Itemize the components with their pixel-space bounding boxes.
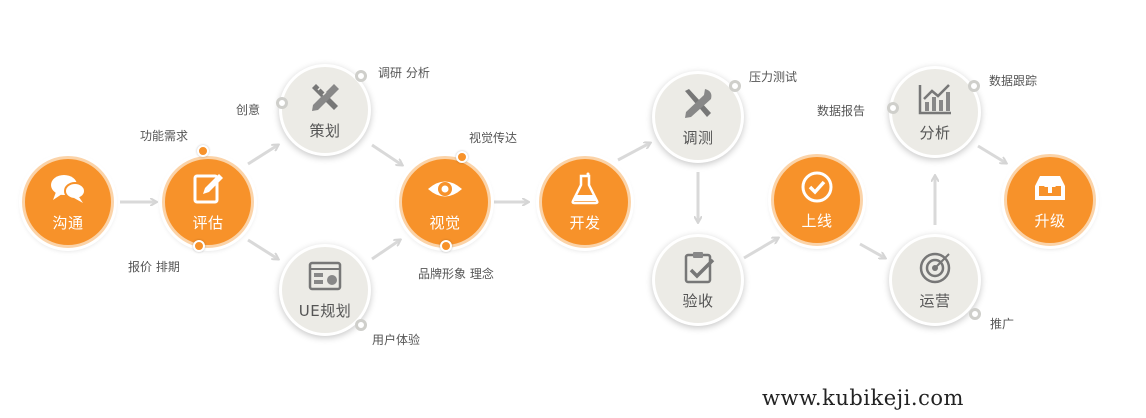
connector-kaifa-tiaoce: [617, 143, 650, 162]
website-url: www.kubikeji.com: [762, 386, 964, 410]
node-label: 开发: [569, 213, 601, 232]
annotation-pinpai: 品牌形象 理念: [418, 267, 494, 281]
edit-icon: [193, 173, 223, 203]
annotation-tuiguang: 推广: [990, 317, 1015, 331]
node-fenxi: 分析: [889, 66, 981, 158]
connector-ue-shijue: [371, 240, 400, 261]
node-tiaoce: 调测: [652, 71, 744, 163]
node-yanshou: 验收: [652, 234, 744, 326]
target-icon: [919, 252, 951, 283]
connector-yanshou-shangxian: [743, 238, 778, 260]
node-shangxian: 上线: [771, 154, 863, 246]
node-cehua: 策划: [279, 64, 371, 156]
annotation-shujugenzong: 数据跟踪: [989, 74, 1038, 88]
node-pinggu: 评估: [162, 156, 254, 248]
connector-shangxian-yunying: [859, 242, 885, 258]
node-label: 验收: [682, 291, 714, 310]
node-label: 分析: [919, 123, 951, 142]
check-circle-icon: [801, 171, 833, 202]
node-label: 视觉: [429, 213, 461, 232]
annotation-shijuechuanda: 视觉传达: [469, 131, 518, 145]
node-label: 沟通: [52, 213, 84, 232]
node-ue: UE规划: [279, 244, 371, 336]
node-label: 策划: [309, 121, 341, 140]
annotation-dot: [968, 80, 980, 92]
annotation-dot: [729, 80, 741, 92]
connector-pinggu-cehua: [247, 145, 278, 166]
annotation-dot: [276, 97, 288, 109]
node-yunying: 运营: [889, 234, 981, 326]
node-label: 调测: [682, 128, 714, 147]
annotation-baojia: 报价 排期: [128, 260, 180, 274]
annotation-dot: [355, 70, 367, 82]
node-label: UE规划: [298, 301, 352, 320]
annotation-gongneng: 功能需求: [140, 129, 189, 143]
node-shijue: 视觉: [399, 156, 491, 248]
node-label: 上线: [801, 211, 833, 230]
annotation-shujubaogao: 数据报告: [817, 104, 866, 118]
node-label: 运营: [919, 291, 951, 310]
annotation-dot: [969, 308, 981, 320]
annotation-dot: [193, 240, 205, 252]
node-shengji: 升级: [1004, 154, 1096, 246]
annotation-dot: [887, 102, 899, 114]
ruler-pencil-icon: [312, 83, 339, 111]
annotation-dot: [440, 240, 452, 252]
node-label: 评估: [192, 213, 224, 232]
wireframe-icon: [308, 261, 342, 290]
annotation-dot: [355, 319, 367, 331]
annotation-yonghu: 用户体验: [372, 333, 421, 347]
node-label: 升级: [1034, 211, 1066, 230]
connector-pinggu-ue: [247, 238, 278, 259]
eye-icon: [428, 181, 462, 196]
annotation-dot: [456, 151, 468, 163]
connector-cehua-shijue: [371, 143, 402, 165]
annotation-dot: [197, 145, 209, 157]
tools-icon: [685, 88, 712, 118]
node-kaifa: 开发: [539, 156, 631, 248]
annotation-diaoyan: 调研 分析: [378, 66, 430, 80]
node-goutong: 沟通: [22, 156, 114, 248]
chat-bubbles-icon: [51, 174, 86, 203]
connector-fenxi-shengji: [977, 144, 1006, 163]
flask-icon: [571, 172, 599, 204]
annotation-chuangyi: 创意: [236, 103, 261, 117]
clipboard-check-icon: [684, 251, 715, 283]
upload-tray-icon: [1035, 175, 1065, 200]
chart-icon: [918, 83, 951, 114]
annotation-yali: 压力测试: [749, 70, 798, 84]
